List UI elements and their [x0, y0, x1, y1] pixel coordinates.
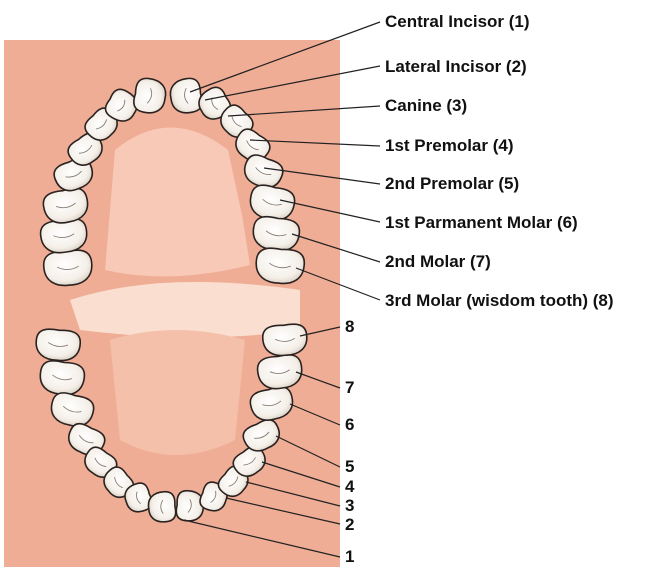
lower-number-5: 5	[345, 458, 354, 476]
label-central-incisor: Central Incisor (1)	[385, 12, 530, 32]
label-2nd-premolar: 2nd Premolar (5)	[385, 174, 519, 194]
lower-number-1: 1	[345, 548, 354, 566]
lower-number-8: 8	[345, 318, 354, 336]
label-lateral-incisor: Lateral Incisor (2)	[385, 57, 527, 77]
lower-tongue	[110, 330, 245, 455]
lower-number-3: 3	[345, 497, 354, 515]
lower-number-2: 2	[345, 516, 354, 534]
label-1st-permanent-molar: 1st Parmanent Molar (6)	[385, 213, 578, 233]
lower-tooth	[147, 491, 176, 523]
label-1st-premolar: 1st Premolar (4)	[385, 136, 514, 156]
lower-number-7: 7	[345, 379, 354, 397]
lower-tooth	[175, 490, 204, 522]
lower-number-6: 6	[345, 416, 354, 434]
lower-number-4: 4	[345, 478, 354, 496]
label-canine: Canine (3)	[385, 96, 467, 116]
label-3rd-molar: 3rd Molar (wisdom tooth) (8)	[385, 291, 614, 311]
label-2nd-molar: 2nd Molar (7)	[385, 252, 491, 272]
